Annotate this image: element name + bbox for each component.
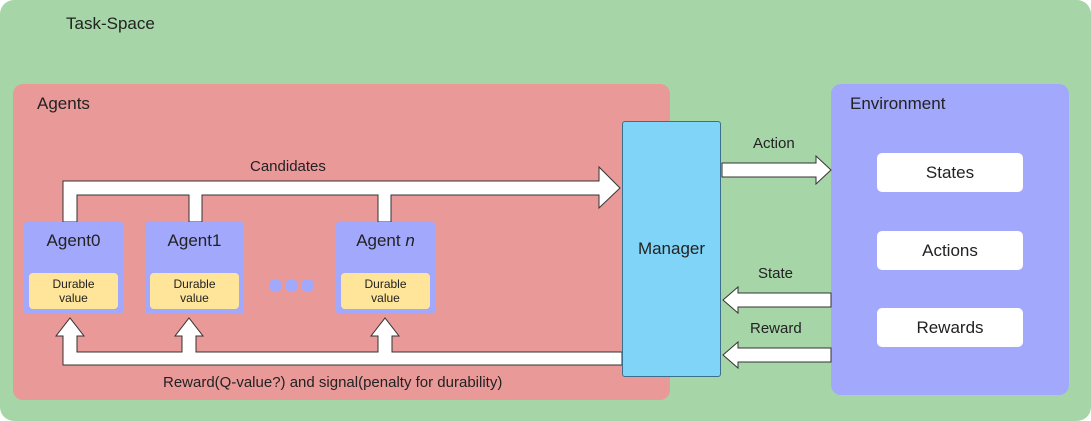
agent-0-box: Agent0 Durable value xyxy=(24,222,123,314)
agent-0-durable-value: Durable value xyxy=(29,273,118,309)
ellipsis-dot xyxy=(301,279,314,292)
agent-n-label: Agent n xyxy=(356,231,415,250)
environment-rewards-label: Rewards xyxy=(916,317,984,337)
state-label: State xyxy=(758,265,794,282)
reward-arrow xyxy=(722,340,832,370)
action-arrow xyxy=(721,154,832,186)
feedback-arrow xyxy=(54,317,623,366)
environment-rewards-box: Rewards xyxy=(877,308,1023,347)
ellipsis-dot xyxy=(285,279,298,292)
agent-0-label: Agent0 xyxy=(46,231,101,250)
ellipsis-dot xyxy=(269,279,282,292)
environment-title: Environment xyxy=(850,94,946,113)
environment-states-box: States xyxy=(877,153,1023,192)
task-space-title: Task-Space xyxy=(66,14,155,33)
environment-actions-label: Actions xyxy=(922,240,978,260)
environment-states-label: States xyxy=(925,162,975,182)
candidates-arrow xyxy=(62,165,621,223)
agent-n-box: Agent n Durable value xyxy=(336,222,435,314)
reward-label: Reward xyxy=(750,320,802,337)
state-arrow xyxy=(722,285,832,315)
action-label: Action xyxy=(753,135,795,152)
manager-label: Manager xyxy=(637,239,706,258)
agents-title: Agents xyxy=(37,94,90,113)
agent-1-label: Agent1 xyxy=(167,231,222,250)
candidates-label: Candidates xyxy=(250,158,326,175)
manager-box: Manager xyxy=(622,121,721,377)
feedback-label: Reward(Q-value?) and signal(penalty for … xyxy=(163,374,503,391)
agent-1-box: Agent1 Durable value xyxy=(145,222,244,314)
environment-actions-box: Actions xyxy=(877,231,1023,270)
agent-1-durable-value: Durable value xyxy=(150,273,239,309)
agent-n-durable-value: Durable value xyxy=(341,273,430,309)
